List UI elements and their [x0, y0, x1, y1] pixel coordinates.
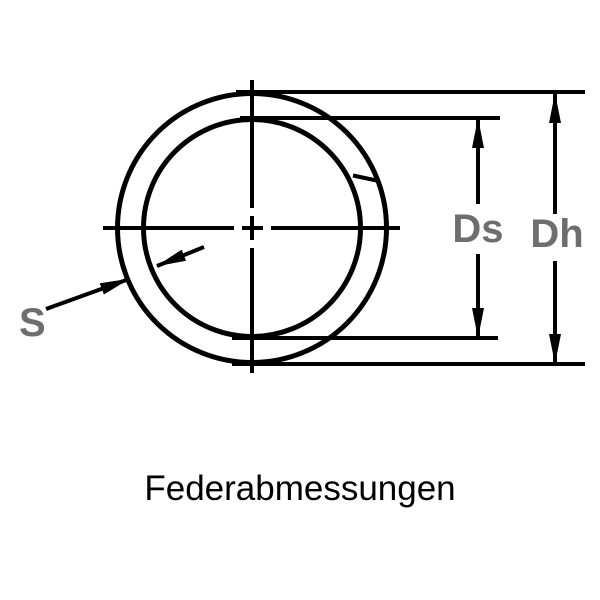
- s-label: S: [19, 301, 46, 345]
- dh-label: Dh: [530, 212, 583, 256]
- caption: Federabmessungen: [144, 469, 455, 508]
- ds-label: Ds: [452, 207, 503, 251]
- ring-gap-line: [352, 173, 380, 183]
- thickness-leader-inner: [156, 245, 205, 268]
- thickness-leader-outer: [45, 277, 130, 311]
